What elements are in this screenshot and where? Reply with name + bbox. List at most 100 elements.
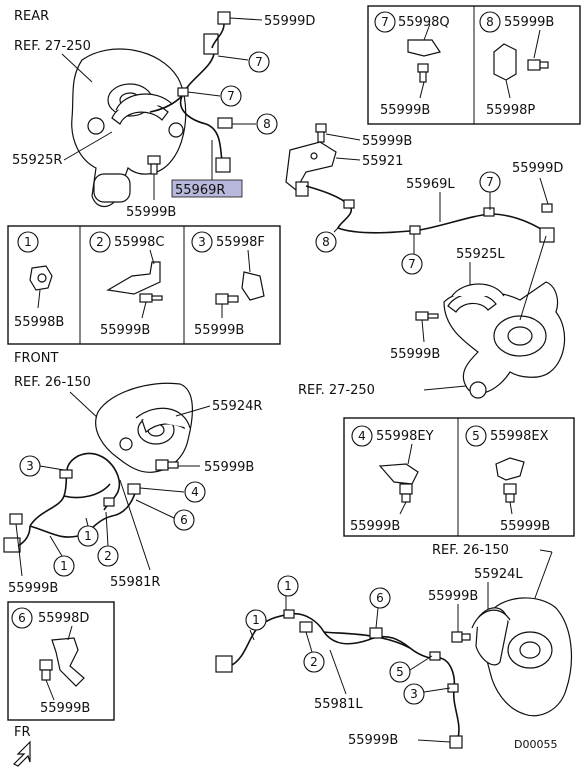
detail-number-circle [465, 425, 487, 447]
part-55981L-label: 55981L [314, 697, 363, 712]
leader-line [539, 549, 553, 553]
part-55999B-label-front-right-connector: 55999B [8, 581, 58, 596]
highlight-box-55969R [171, 179, 243, 198]
leader-line [61, 53, 93, 83]
rear-left-knuckle [443, 281, 566, 399]
wire-55981L [215, 609, 463, 749]
wire-55969L [305, 185, 555, 243]
detail-number-circle [191, 231, 213, 253]
leader-line [423, 23, 431, 41]
ref-26-150-label-front-left: REF. 26-150 [432, 543, 509, 558]
leader-line [423, 385, 467, 391]
leader-line [105, 511, 109, 547]
leader-line [329, 649, 347, 695]
ref-27-250-label-rear: REF. 27-250 [14, 39, 91, 54]
callout-number: 1 [60, 559, 68, 573]
callout-number: 7 [227, 89, 235, 103]
callout-number: 6 [376, 591, 384, 605]
detail-box-6: 6 55998D 55999B [11, 607, 90, 716]
callout-number: 1 [252, 613, 260, 627]
callout-number: 5 [396, 665, 404, 679]
detail-box-4: 4 55998EY 55999B [350, 425, 434, 534]
leader-line [409, 655, 433, 671]
callout-circle [401, 253, 423, 275]
detail-box-3: 3 55998F 55999B [191, 231, 265, 338]
detail-bolt-label: 55999B [380, 103, 430, 118]
callout-circle [19, 455, 41, 477]
bolt-55999B-rear-left [415, 311, 439, 321]
callout-circle [184, 481, 206, 503]
part-55999B-label-bracket: 55999B [362, 134, 412, 149]
leader-line [139, 487, 185, 493]
section-rear-label: REAR [14, 9, 49, 24]
detail-part-label: 55998F [216, 235, 265, 250]
callout-circle [315, 231, 337, 253]
bolt-55999B-front-left [451, 631, 471, 643]
part-55925L-label: 55925L [456, 247, 505, 262]
detail-part-label: 55999B [504, 15, 554, 30]
leader-line [67, 625, 73, 641]
detail-box-1: 1 55998B [14, 231, 64, 330]
leader-line [135, 499, 175, 519]
detail-number: 6 [18, 611, 26, 625]
part-55969L-label: 55969L [406, 177, 455, 192]
detail-number: 4 [358, 429, 366, 443]
wire-55981R [3, 452, 141, 553]
wire-55969R [149, 11, 233, 173]
detail-part-label: 55998C [114, 235, 164, 250]
leader-line [423, 687, 451, 693]
leader-line [247, 249, 251, 273]
ref-27-250-label-rear-left: REF. 27-250 [298, 383, 375, 398]
leader-line [119, 479, 151, 571]
bracket-55921 [285, 123, 337, 197]
detail-number: 1 [24, 235, 32, 249]
drawing-code: D00055 [514, 738, 557, 751]
detail-part-label: 55998EX [490, 429, 549, 444]
detail-box-2: 2 55998C 55999B [89, 231, 164, 338]
callout-circle [277, 575, 299, 597]
detail-number-circle [89, 231, 111, 253]
part-55924L-label: 55924L [474, 567, 523, 582]
leader-line [375, 607, 379, 629]
callout-number: 2 [310, 655, 318, 669]
detail-bolt-label: 55999B [350, 519, 400, 534]
callout-number: 1 [284, 579, 292, 593]
callout-number: 3 [26, 459, 34, 473]
detail-number-circle [11, 607, 33, 629]
detail-box-5: 5 55998EX 55999B [465, 425, 550, 534]
callout-circle [220, 85, 242, 107]
leader-line [217, 55, 249, 61]
callout-number: 3 [410, 687, 418, 701]
callout-circle [77, 525, 99, 547]
detail-box-group-4-5 [343, 417, 575, 537]
leader-line [39, 465, 65, 471]
bolt-55999B-front-right [155, 459, 179, 471]
leader-line [49, 535, 63, 557]
detail-number-circle [351, 425, 373, 447]
leader-line [417, 739, 451, 743]
callout-number: 2 [104, 549, 112, 563]
arrow-down-left-icon [12, 740, 31, 767]
leader-line [407, 443, 413, 465]
callout-number: 7 [408, 257, 416, 271]
detail-bolt-label: 55999B [100, 323, 150, 338]
leader-line [325, 133, 361, 141]
detail-box-6-frame [7, 601, 115, 721]
detail-bolt-label: 55999B [500, 519, 550, 534]
callout-circle [53, 555, 75, 577]
callout-number: 6 [180, 513, 188, 527]
detail-number-circle [374, 11, 396, 33]
callout-circle [248, 51, 270, 73]
part-55999B-label-front-left-connector: 55999B [348, 733, 398, 748]
ref-26-150-label-front-right: REF. 26-150 [14, 375, 91, 390]
detail-bolt-label: 55999B [194, 323, 244, 338]
detail-part-label: 55998D [38, 611, 89, 626]
leader-line [335, 157, 361, 161]
leader-line [333, 227, 339, 233]
callout-number: 8 [263, 117, 271, 131]
front-right-knuckle [95, 382, 194, 473]
callout-number: 7 [486, 175, 494, 189]
part-55981R-label: 55981R [110, 575, 160, 590]
callout-number: 1 [84, 529, 92, 543]
part-55999B-label-rear-left: 55999B [390, 347, 440, 362]
